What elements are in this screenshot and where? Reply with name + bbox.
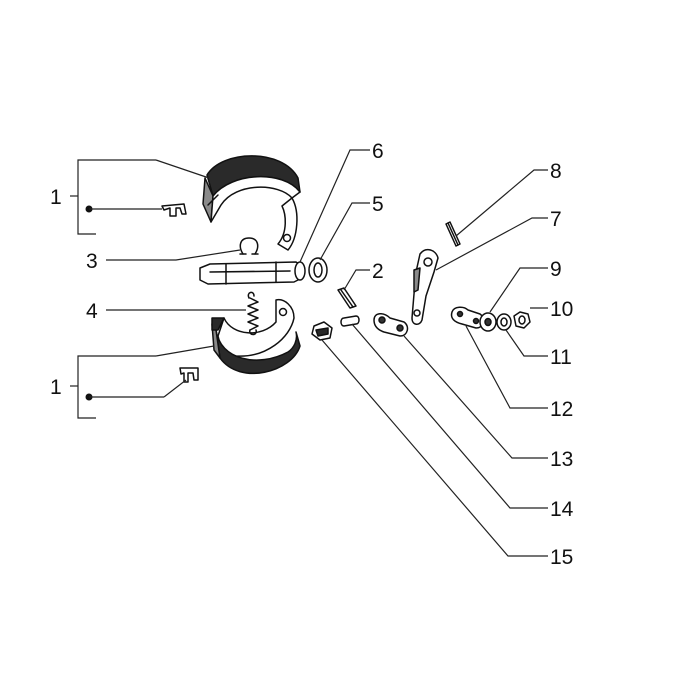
return-spring [247,291,259,336]
label-8: 8 [550,160,562,183]
washer [479,312,497,332]
brake-lever [411,248,439,325]
label-3: 3 [86,250,98,273]
leader-lines [106,149,548,557]
label-12: 12 [550,398,573,421]
lower-brake-shoe [211,298,301,375]
label-5: 5 [372,193,384,216]
bracket-upper [70,159,210,235]
label-13: 13 [550,448,573,471]
label-14: 14 [550,498,574,521]
link-plate [373,313,409,337]
split-pin [337,287,357,309]
label-6: 6 [372,140,384,163]
label-11: 11 [550,346,572,369]
label-7: 7 [550,208,562,231]
label-10: 10 [550,298,573,321]
bolt [311,321,333,341]
nut [513,311,531,329]
cotter-pin [445,221,461,247]
label-4: 4 [86,300,98,323]
upper-brake-shoe [202,155,301,251]
label-1-lower: 1 [50,376,62,399]
lever-plate [450,306,485,329]
brake-cam-shaft [199,261,306,285]
omega-spring [239,237,259,255]
label-15: 15 [550,546,573,569]
spring-washer [496,313,512,331]
label-9: 9 [550,258,562,281]
label-1-upper: 1 [50,186,62,209]
shoe-clip-lower [179,367,199,383]
shoe-clip-upper [161,203,187,217]
clevis-pin [340,315,360,327]
bracket-lower [70,345,215,419]
label-2: 2 [372,260,384,283]
seal-ring [308,257,328,283]
